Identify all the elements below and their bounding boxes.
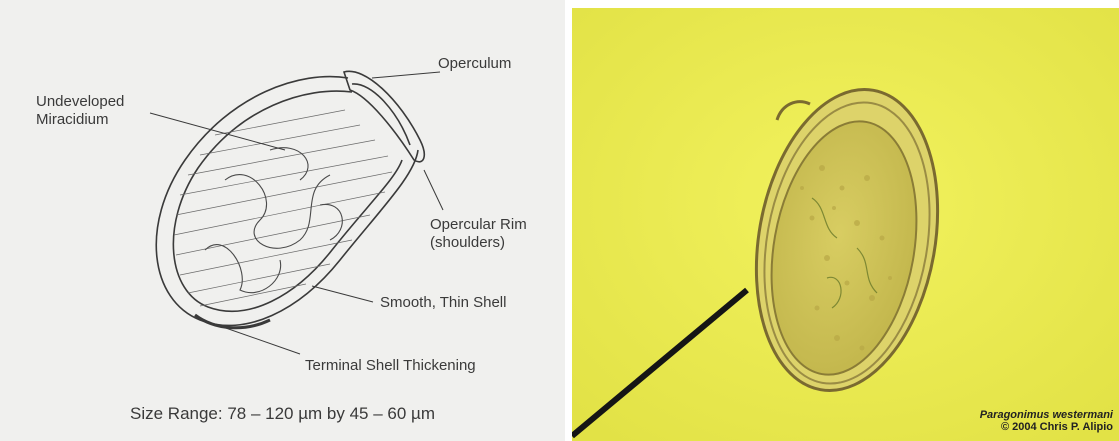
label-miracidium-line1: Undeveloped bbox=[36, 92, 124, 111]
egg-micrograph bbox=[572, 8, 1119, 441]
label-thickening: Terminal Shell Thickening bbox=[305, 356, 476, 375]
leader-shell bbox=[312, 286, 373, 302]
label-shell: Smooth, Thin Shell bbox=[380, 293, 506, 312]
label-opercular-rim-line2: (shoulders) bbox=[430, 233, 505, 252]
label-operculum: Operculum bbox=[438, 54, 511, 73]
size-range-caption: Size Range: 78 – 120 µm by 45 – 60 µm bbox=[0, 404, 565, 424]
leader-opercular-rim bbox=[424, 170, 443, 210]
leader-thickening bbox=[220, 326, 300, 354]
miracidium-hatching bbox=[174, 110, 392, 306]
egg-diagram-panel: Operculum Undeveloped Miracidium Opercul… bbox=[0, 0, 565, 441]
label-miracidium-line2: Miracidium bbox=[36, 110, 109, 129]
leader-operculum bbox=[372, 72, 440, 78]
operculum-cap bbox=[344, 71, 424, 161]
label-opercular-rim-line1: Opercular Rim bbox=[430, 215, 527, 234]
credit-copyright: © 2004 Chris P. Alipio bbox=[980, 421, 1113, 433]
micrograph-panel: Paragonimus westermani © 2004 Chris P. A… bbox=[572, 8, 1119, 441]
credit-species: Paragonimus westermani bbox=[980, 409, 1113, 421]
inner-shell bbox=[173, 91, 402, 311]
image-credit: Paragonimus westermani © 2004 Chris P. A… bbox=[980, 409, 1113, 433]
